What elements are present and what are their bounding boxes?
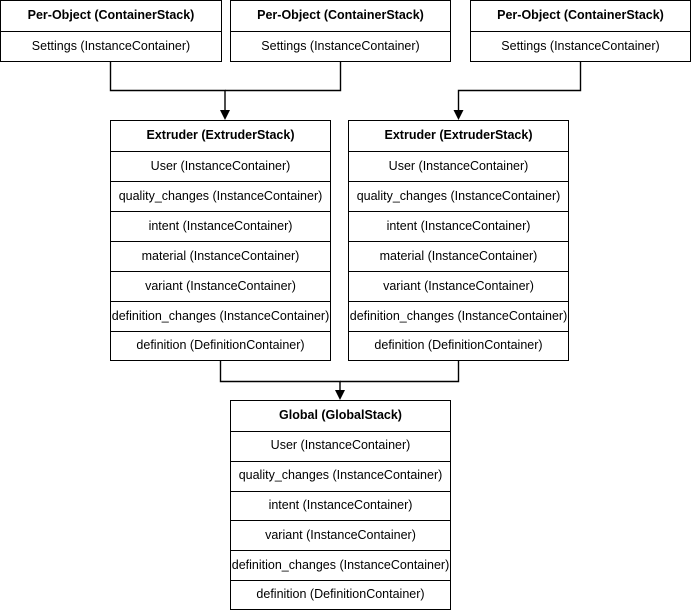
arrowhead-to-extruder2 <box>453 110 464 120</box>
connector-perobject1-to-extruder1 <box>109 61 226 112</box>
extruder-stack-1-row-quality-changes: quality_changes (InstanceContainer) <box>111 181 330 211</box>
global-stack-row-variant: variant (InstanceContainer) <box>231 520 450 551</box>
extruder-stack-1-row-definition-changes: definition_changes (InstanceContainer) <box>111 301 330 331</box>
global-stack[interactable]: Global (GlobalStack) User (InstanceConta… <box>230 400 451 610</box>
extruder-stack-2-row-quality-changes: quality_changes (InstanceContainer) <box>349 181 568 211</box>
per-object-stack-2-header: Per-Object (ContainerStack) <box>231 1 450 32</box>
global-stack-row-user: User (InstanceContainer) <box>231 430 450 461</box>
per-object-stack-1[interactable]: Per-Object (ContainerStack) Settings (In… <box>0 0 222 62</box>
global-stack-header: Global (GlobalStack) <box>231 401 450 431</box>
extruder-stack-2-row-definition-changes: definition_changes (InstanceContainer) <box>349 301 568 331</box>
per-object-stack-2-row-settings: Settings (InstanceContainer) <box>231 31 450 61</box>
per-object-stack-2[interactable]: Per-Object (ContainerStack) Settings (In… <box>230 0 451 62</box>
extruder-stack-1-header: Extruder (ExtruderStack) <box>111 121 330 151</box>
connector-extruder1-to-global <box>219 361 341 392</box>
extruder-stack-1-row-variant: variant (InstanceContainer) <box>111 271 330 301</box>
connector-perobject3-to-extruder2 <box>457 61 582 112</box>
extruder-stack-2-row-definition: definition (DefinitionContainer) <box>349 331 568 360</box>
connector-perobject2-to-extruder1 <box>225 61 342 92</box>
global-stack-row-intent: intent (InstanceContainer) <box>231 490 450 521</box>
per-object-stack-3-row-settings: Settings (InstanceContainer) <box>471 31 690 61</box>
arrowhead-to-extruder1 <box>220 110 230 120</box>
arrowhead-to-global <box>335 390 345 400</box>
extruder-stack-1[interactable]: Extruder (ExtruderStack) User (InstanceC… <box>110 120 331 361</box>
extruder-stack-2-row-user: User (InstanceContainer) <box>349 151 568 181</box>
extruder-stack-2-row-variant: variant (InstanceContainer) <box>349 271 568 301</box>
connector-extruder2-to-global <box>340 361 460 383</box>
extruder-stack-1-row-definition: definition (DefinitionContainer) <box>111 331 330 360</box>
per-object-stack-3[interactable]: Per-Object (ContainerStack) Settings (In… <box>470 0 691 62</box>
per-object-stack-3-header: Per-Object (ContainerStack) <box>471 1 690 32</box>
extruder-stack-2-row-material: material (InstanceContainer) <box>349 241 568 271</box>
per-object-stack-1-row-settings: Settings (InstanceContainer) <box>1 31 221 61</box>
per-object-stack-1-header: Per-Object (ContainerStack) <box>1 1 221 32</box>
extruder-stack-2-row-intent: intent (InstanceContainer) <box>349 211 568 241</box>
extruder-stack-2[interactable]: Extruder (ExtruderStack) User (InstanceC… <box>348 120 569 361</box>
extruder-stack-1-row-material: material (InstanceContainer) <box>111 241 330 271</box>
global-stack-row-quality-changes: quality_changes (InstanceContainer) <box>231 460 450 491</box>
extruder-stack-2-header: Extruder (ExtruderStack) <box>349 121 568 151</box>
extruder-stack-1-row-user: User (InstanceContainer) <box>111 151 330 181</box>
global-stack-row-definition: definition (DefinitionContainer) <box>231 580 450 610</box>
global-stack-row-definition-changes: definition_changes (InstanceContainer) <box>231 550 450 581</box>
extruder-stack-1-row-intent: intent (InstanceContainer) <box>111 211 330 241</box>
